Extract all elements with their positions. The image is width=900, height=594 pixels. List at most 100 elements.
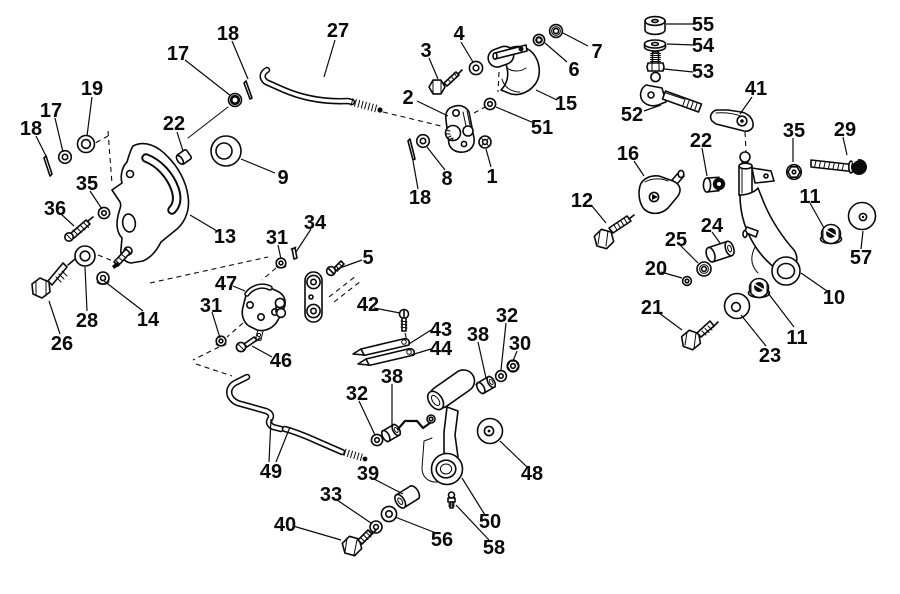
callout-leader-2 (416, 100, 449, 117)
callout-label-7: 7 (591, 41, 602, 63)
part-32-washer-right (494, 369, 508, 383)
callout-label-31: 31 (266, 227, 288, 249)
part-9-washer (210, 135, 242, 167)
part-25-washer (696, 261, 712, 277)
part-56-washer (380, 505, 398, 523)
part-29-bolt (810, 158, 867, 175)
part-26-bolt (31, 258, 76, 299)
part-7-nut (548, 23, 564, 39)
callout-label-50: 50 (479, 511, 501, 533)
callout-label-48: 48 (521, 463, 543, 485)
callout-label-40: 40 (274, 514, 296, 536)
part-6-bushing (532, 33, 546, 47)
part-31-nut-lower (215, 335, 227, 347)
part-32-washer-left (370, 433, 384, 447)
callout-leader-34 (295, 228, 312, 253)
part-46-bolt (235, 336, 261, 353)
callout-leader-35 (89, 190, 103, 210)
callout-leader-30 (512, 350, 518, 362)
callout-label-39: 39 (357, 463, 379, 485)
callout-leader-3 (428, 57, 439, 80)
part-34-link (304, 271, 323, 323)
callout-label-29: 29 (834, 119, 856, 141)
callout-label-5: 5 (362, 247, 373, 269)
part-50-arm (421, 369, 476, 486)
callout-leader-17 (54, 117, 64, 153)
part-31-nut-upper (275, 257, 287, 269)
part-15-bracket (487, 44, 541, 96)
callout-label-54: 54 (692, 35, 715, 57)
callout-leader-50 (461, 477, 486, 516)
callout-leader-7 (562, 32, 589, 47)
part-17-washer-top (227, 92, 243, 108)
callout-leader-42 (373, 307, 401, 314)
part-28-washer (74, 245, 96, 267)
part-22-bushing-right (702, 176, 726, 193)
part-12-bolt (593, 214, 635, 250)
callout-label-3: 3 (420, 40, 431, 62)
callout-leader-20 (660, 271, 683, 279)
callout-label-58: 58 (483, 537, 505, 559)
part-48-washer (476, 417, 504, 445)
callout-leader-4 (460, 41, 474, 63)
callout-label-31: 31 (200, 295, 222, 317)
callout-label-33: 33 (320, 484, 342, 506)
callout-label-11: 11 (786, 327, 807, 349)
callout-leader-18 (35, 135, 48, 159)
callout-label-22: 22 (690, 130, 712, 152)
callout-leader-21 (658, 312, 683, 331)
assembly-guide-lines (87, 71, 747, 386)
callout-leader-22 (701, 147, 708, 177)
callout-leader-52 (643, 104, 662, 112)
callout-label-18: 18 (409, 187, 431, 209)
callout-leader-36 (60, 213, 75, 227)
part-2-clamp (444, 104, 475, 153)
callout-leader-6 (544, 42, 568, 63)
callout-leader-10 (800, 272, 828, 292)
part-21-bolt (680, 320, 719, 351)
callout-leader-5 (336, 259, 363, 270)
part-11-locknut-upper (819, 223, 843, 245)
callout-label-13: 13 (214, 226, 236, 248)
callout-label-11: 11 (799, 186, 820, 208)
part-10-lever (738, 151, 801, 286)
callout-label-1: 1 (486, 166, 497, 188)
part-54-washer (643, 39, 667, 52)
callout-leader-24 (711, 231, 721, 244)
callout-label-18: 18 (217, 23, 239, 45)
callout-leader-49 (275, 426, 291, 463)
callout-leader-44 (410, 348, 432, 356)
callout-label-18: 18 (20, 118, 42, 140)
callout-leader-18 (231, 40, 249, 80)
callout-label-49: 49 (260, 461, 282, 483)
callout-label-10: 10 (823, 287, 845, 309)
callout-label-36: 36 (44, 198, 66, 220)
part-17-washer-left (57, 149, 73, 165)
callout-label-46: 46 (270, 350, 292, 372)
part-39-bushing (394, 485, 421, 509)
part-53-screw (646, 51, 665, 83)
callout-leader-57 (860, 230, 864, 250)
part-30-nut (506, 359, 520, 373)
callout-leader-33 (336, 499, 372, 524)
callout-leader-58 (455, 504, 490, 541)
callout-label-12: 12 (571, 190, 593, 212)
part-38-bushing-left (380, 423, 402, 443)
callout-leader-28 (84, 266, 88, 312)
callout-leader-12 (591, 205, 607, 224)
callout-leader-8 (426, 146, 446, 171)
callout-leader-38 (477, 341, 487, 379)
callout-label-2: 2 (402, 87, 413, 109)
part-8-washer (415, 133, 431, 149)
callout-label-15: 15 (555, 93, 577, 115)
callout-label-44: 44 (430, 338, 453, 360)
part-27-shift-rod (259, 66, 383, 113)
part-20-nut (681, 275, 693, 287)
callout-label-21: 21 (641, 297, 663, 319)
part-55-cap (644, 15, 666, 36)
part-57-washer (847, 201, 877, 231)
callout-label-52: 52 (621, 104, 643, 126)
callout-label-41: 41 (745, 78, 767, 100)
callout-leader-43 (408, 329, 432, 345)
